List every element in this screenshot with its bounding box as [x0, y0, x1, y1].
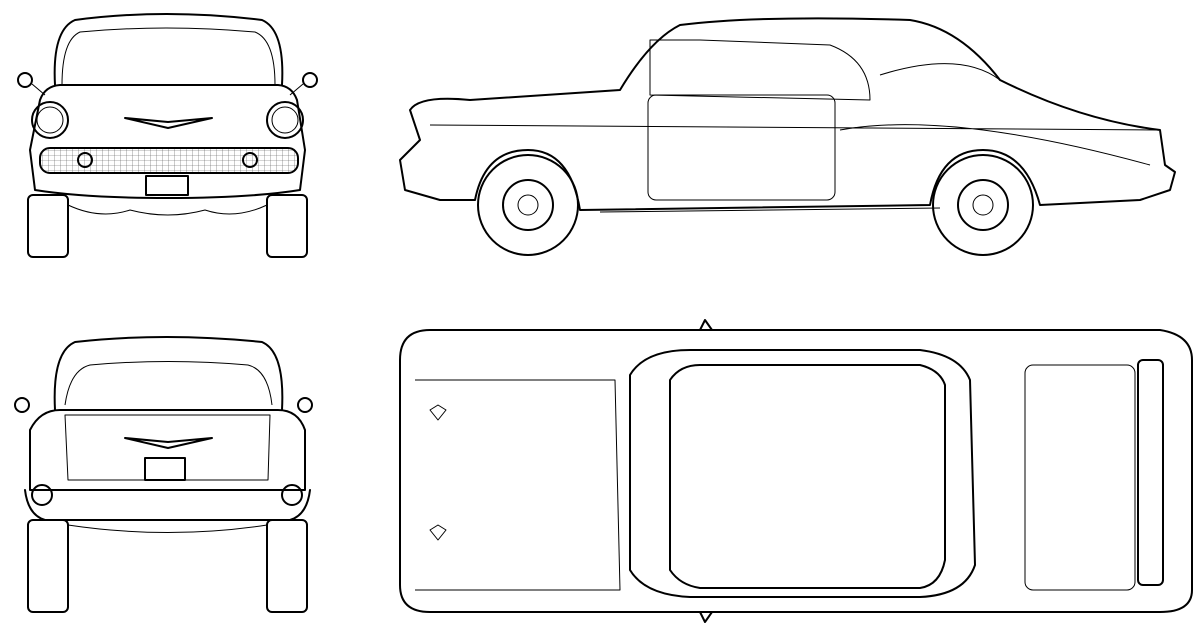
rear-view: [14, 336, 313, 613]
roof: [669, 364, 946, 589]
hood-emblem: [124, 117, 213, 129]
front-view: [17, 13, 318, 258]
front-right-tire: [266, 194, 308, 258]
front-wheel: [477, 154, 579, 256]
left-mirror: [17, 72, 33, 88]
trunk-emblem: [124, 437, 213, 449]
right-mirror: [302, 72, 318, 88]
rear-right-tire: [266, 519, 308, 613]
door: [647, 94, 836, 201]
side-view: [399, 17, 1176, 256]
top-view: [399, 319, 1193, 623]
front-left-tire: [27, 194, 69, 258]
rear-wheel: [932, 154, 1034, 256]
rear-left-tire: [27, 519, 69, 613]
trunk-lid: [1024, 364, 1136, 591]
